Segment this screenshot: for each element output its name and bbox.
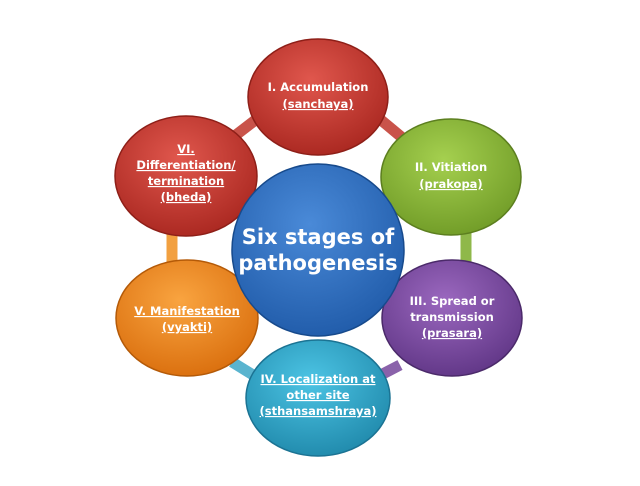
stage-sanskrit: (prasara) — [422, 326, 482, 340]
svg-text:I. Accumulation: I. Accumulation — [268, 80, 369, 94]
stage-sanskrit: (sanchaya) — [283, 97, 354, 111]
stage-label: III. Spread or — [410, 294, 495, 308]
stage-label: IV. Localization at — [261, 372, 377, 386]
svg-text:III. Spread or: III. Spread or — [410, 294, 495, 308]
svg-text:transmission: transmission — [410, 310, 494, 324]
svg-text:other site: other site — [286, 388, 349, 402]
svg-text:termination: termination — [148, 174, 224, 188]
svg-text:VI.: VI. — [177, 142, 195, 156]
stage-localization: IV. Localization at other site (sthansam… — [245, 339, 391, 457]
stage-sanskrit: (bheda) — [161, 190, 212, 204]
stage-label-2: Differentiation/ — [136, 158, 236, 172]
svg-text:pathogenesis: pathogenesis — [238, 251, 397, 275]
svg-text:Six stages of: Six stages of — [242, 225, 395, 249]
stage-sanskrit: (prakopa) — [419, 177, 482, 191]
center-title-line-1: Six stages of — [242, 225, 395, 249]
center-title-line-2: pathogenesis — [238, 251, 397, 275]
stage-differentiation: VI. Differentiation/ termination (bheda) — [114, 115, 258, 237]
svg-text:II. Vitiation: II. Vitiation — [415, 160, 487, 174]
stage-sanskrit: (sthansamshraya) — [260, 404, 377, 418]
svg-text:Differentiation/: Differentiation/ — [136, 158, 236, 172]
svg-text:(bheda): (bheda) — [161, 190, 212, 204]
stage-accumulation: I. Accumulation (sanchaya) — [247, 38, 389, 156]
stage-label-2: transmission — [410, 310, 494, 324]
stage-spread: III. Spread or transmission (prasara) — [381, 259, 523, 377]
svg-text:IV. Localization at: IV. Localization at — [261, 372, 377, 386]
stage-label: II. Vitiation — [415, 160, 487, 174]
svg-text:V. Manifestation: V. Manifestation — [134, 304, 240, 318]
stage-label-2: other site — [286, 388, 349, 402]
stage-label-3: termination — [148, 174, 224, 188]
svg-text:(prakopa): (prakopa) — [419, 177, 482, 191]
svg-text:(sthansamshraya): (sthansamshraya) — [260, 404, 377, 418]
center-circle: Six stages of pathogenesis — [231, 163, 405, 337]
svg-text:(sanchaya): (sanchaya) — [283, 97, 354, 111]
stage-label: V. Manifestation — [134, 304, 240, 318]
stage-vitiation: II. Vitiation (prakopa) — [380, 118, 522, 236]
stage-manifestation: V. Manifestation (vyakti) — [115, 259, 259, 377]
svg-text:(vyakti): (vyakti) — [162, 320, 212, 334]
stage-label: VI. — [177, 142, 195, 156]
stage-label: I. Accumulation — [268, 80, 369, 94]
svg-text:(prasara): (prasara) — [422, 326, 482, 340]
stage-sanskrit: (vyakti) — [162, 320, 212, 334]
